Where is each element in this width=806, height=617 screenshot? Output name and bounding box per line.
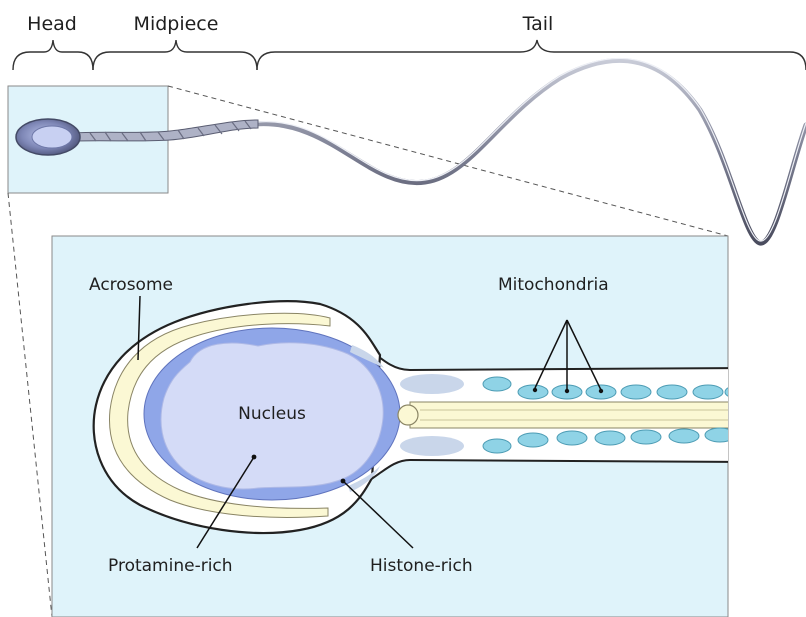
tail-label: Tail <box>522 13 554 35</box>
axoneme <box>410 402 750 428</box>
mitochondrion <box>693 385 723 399</box>
mitochondrion <box>518 385 548 399</box>
mitochondria-dot <box>565 389 569 393</box>
mitochondrion <box>595 431 625 445</box>
mitochondrion <box>725 385 755 399</box>
midpiece-brace <box>93 40 257 70</box>
mitochondrion <box>669 429 699 443</box>
mitochondria-dot <box>599 389 603 393</box>
mitochondrion <box>483 439 511 453</box>
midpiece-label: Midpiece <box>134 13 219 35</box>
mitochondrion <box>483 377 511 391</box>
head-brace <box>13 40 93 70</box>
mitochondria-label: Mitochondria <box>498 275 609 295</box>
histone-dot <box>341 479 346 484</box>
mitochondrion <box>657 385 687 399</box>
tail-brace <box>257 40 806 70</box>
mitochondrion <box>631 430 661 444</box>
mitochondrion <box>557 431 587 445</box>
centriole-blob-upper <box>400 374 464 394</box>
nucleus-label: Nucleus <box>238 404 306 424</box>
histone-rich-label: Histone-rich <box>370 556 473 576</box>
sperm-head-inner <box>32 126 72 148</box>
acrosome-label: Acrosome <box>89 275 173 295</box>
protamine-dot <box>252 455 257 460</box>
mitochondria-dot <box>533 388 537 392</box>
mitochondrion <box>621 385 651 399</box>
protamine-rich-label: Protamine-rich <box>108 556 233 576</box>
mitochondrion <box>705 428 735 442</box>
centriole <box>398 405 418 425</box>
mitochondrion <box>518 433 548 447</box>
head-label: Head <box>27 13 77 35</box>
centriole-blob-lower <box>400 436 464 456</box>
tail <box>255 60 806 243</box>
zoom-line-top <box>168 86 728 236</box>
zoom-line-left <box>8 193 52 617</box>
